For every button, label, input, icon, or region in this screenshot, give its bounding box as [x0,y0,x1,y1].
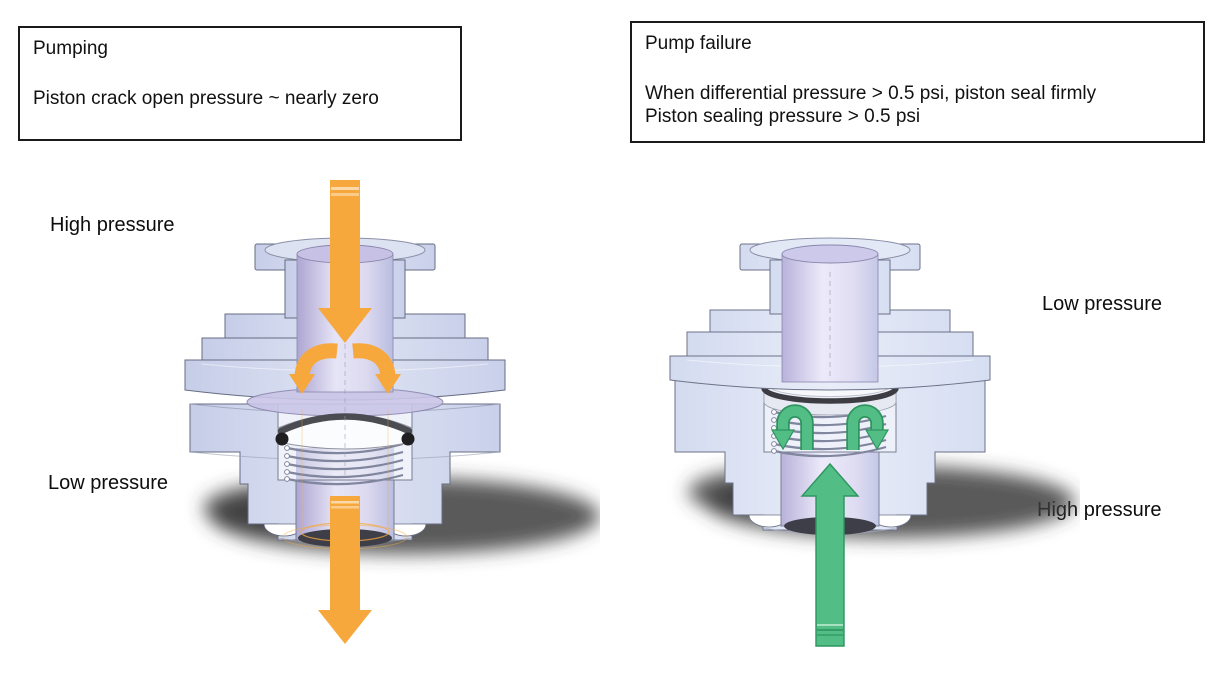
pump-failure-valve-cutaway [669,237,1075,647]
valve-piston [275,413,415,450]
right-top-pressure-label: Low pressure [1042,293,1163,315]
pumping-figure [160,180,600,660]
outlet-flow-arrow-icon [318,496,372,644]
pump-failure-figure [640,180,1080,650]
blocked-flow-uturn-left-arrow-icon [770,404,814,451]
piston-o-ring [275,432,289,446]
piston-o-ring [401,432,415,446]
pumping-title: Pumping [33,38,108,59]
blocked-flow-uturn-right-arrow-icon [846,404,890,451]
valve-outlet-port [739,237,921,383]
left-top-pressure-label: High pressure [50,214,175,236]
reverse-flow-arrow-icon [800,462,860,647]
pumping-description: Piston crack open pressure ~ nearly zero [33,88,379,110]
pumping-note-box: Pumping Piston crack open pressure ~ nea… [18,26,462,141]
inlet-flow-arrow-icon [318,180,372,343]
pumping-valve-cutaway [184,180,600,644]
pump-failure-description-2: Piston sealing pressure > 0.5 psi [645,106,921,128]
left-bottom-pressure-label: Low pressure [48,472,169,494]
pump-failure-description-1: When differential pressure > 0.5 psi, pi… [645,83,1097,105]
pump-failure-title: Pump failure [645,33,752,54]
flow-split-left-arrow-icon [289,343,338,394]
flow-split-right-arrow-icon [352,343,401,394]
pump-failure-note-box: Pump failure When differential pressure … [630,21,1205,143]
